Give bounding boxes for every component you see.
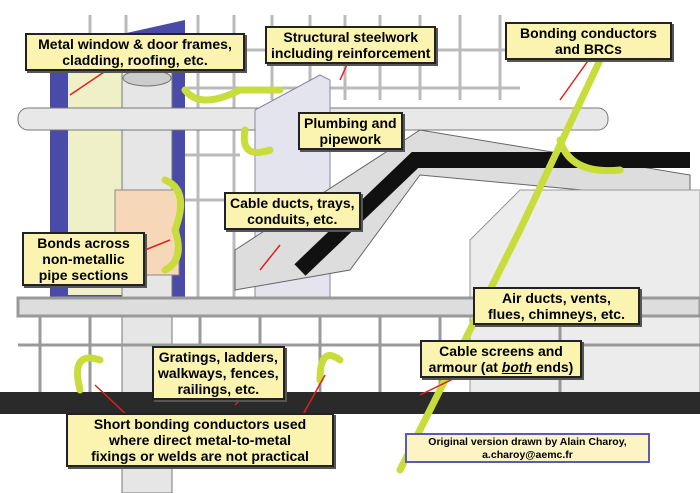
label-line: Structural steelwork xyxy=(283,29,419,45)
label-line: Plumbing and xyxy=(304,115,397,131)
credit-line: Original version drawn by Alain Charoy, xyxy=(428,436,627,448)
label-line: Cable screens and xyxy=(439,343,563,359)
label-line: Cable ducts, trays, xyxy=(230,195,355,211)
label-text: armour (at xyxy=(428,359,502,375)
label-metal-frames: Metal window & door frames,cladding, roo… xyxy=(25,33,245,71)
cable xyxy=(294,152,690,276)
label-line: where direct metal-to-metal xyxy=(108,432,292,448)
label-line: conduits, etc. xyxy=(247,211,338,227)
label-line: Bonding conductors xyxy=(520,25,657,41)
label-line: non-metallic xyxy=(42,251,125,267)
label-line: railings, etc. xyxy=(177,381,260,397)
label-emphasis: both xyxy=(501,359,533,375)
label-line: including reinforcement xyxy=(271,45,431,61)
label-line: Air ducts, vents, xyxy=(502,290,611,306)
label-line: pipe sections xyxy=(38,267,129,283)
label-line: armour (at both ends) xyxy=(426,359,576,375)
label-line: Bonds across xyxy=(37,235,130,251)
bonding-conductors xyxy=(74,56,624,474)
label-line: flues, chimneys, etc. xyxy=(488,306,625,322)
label-gratings: Gratings, ladders,walkways, fences,raili… xyxy=(152,346,285,400)
label-cable-ducts: Cable ducts, trays,conduits, etc. xyxy=(224,192,361,230)
label-line: and BRCs xyxy=(555,41,622,57)
label-line: fixings or welds are not practical xyxy=(91,448,309,464)
label-line: Gratings, ladders, xyxy=(158,349,278,365)
label-line: pipework xyxy=(319,131,382,147)
label-line: walkways, fences, xyxy=(158,365,279,381)
credit-box: Original version drawn by Alain Charoy,a… xyxy=(405,433,650,463)
label-text: ends) xyxy=(532,359,574,375)
label-line: Short bonding conductors used xyxy=(93,416,307,432)
label-line: cladding, roofing, etc. xyxy=(62,52,208,68)
credit-email: a.charoy@aemc.fr xyxy=(482,449,573,461)
label-line: Metal window & door frames, xyxy=(38,36,232,52)
cable-tray xyxy=(234,129,691,291)
label-air-ducts: Air ducts, vents,flues, chimneys, etc. xyxy=(473,287,640,325)
